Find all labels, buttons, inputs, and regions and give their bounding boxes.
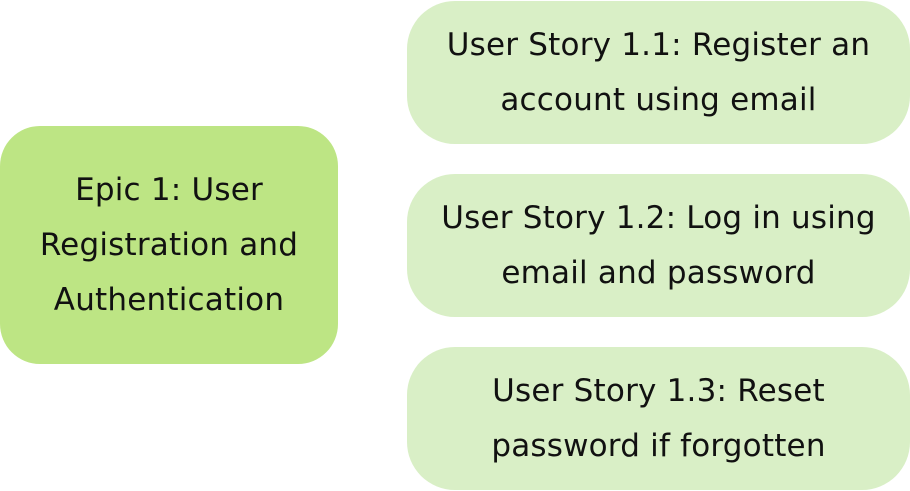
user-story-label: User Story 1.1: Register an account usin… <box>446 26 871 118</box>
user-story-label: User Story 1.2: Log in using email and p… <box>441 199 876 291</box>
user-story-node: User Story 1.1: Register an account usin… <box>407 1 910 144</box>
epic-node: Epic 1: User Registration and Authentica… <box>0 126 338 364</box>
user-story-label: User Story 1.3: Reset password if forgot… <box>491 372 826 464</box>
epic-label: Epic 1: User Registration and Authentica… <box>39 171 299 318</box>
user-story-node: User Story 1.2: Log in using email and p… <box>407 174 910 317</box>
user-story-node: User Story 1.3: Reset password if forgot… <box>407 347 910 490</box>
